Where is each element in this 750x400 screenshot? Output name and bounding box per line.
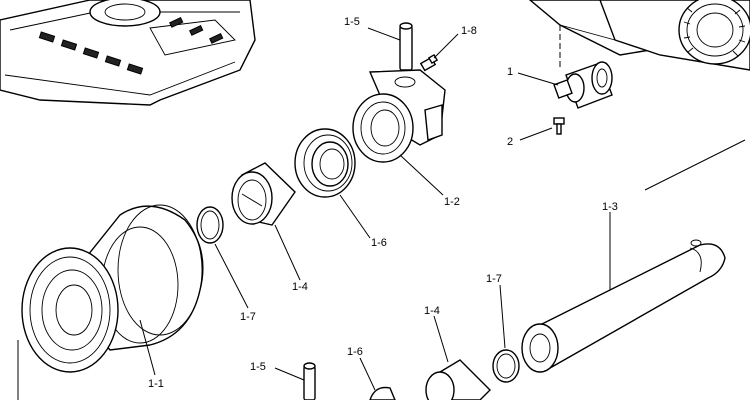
track-frame-illustration [0,0,256,106]
o-ring-1-7-right [492,349,520,383]
callout-1-4-middle: 1-4 [292,281,308,293]
callout-1-7-left: 1-7 [240,311,256,323]
o-ring-1-7-left [196,206,224,244]
leader-lines [17,27,746,400]
callout-1-1: 1-1 [148,378,164,390]
callout-1-7-right: 1-7 [486,273,502,285]
callout-1-6-bottom: 1-6 [347,346,363,358]
pin-1-5-bottom [303,362,316,400]
callout-1-6-middle: 1-6 [371,237,387,249]
seal-ring-1-6-bottom [369,386,396,400]
shaft-1-3 [521,239,726,373]
upper-roller-assembly [553,61,613,109]
callout-2: 2 [507,136,513,148]
bearing-teeth [683,7,746,57]
grease-fitting-1-8 [419,53,439,72]
callout-1-8: 1-8 [461,25,477,37]
machine-body-illustration [528,0,750,71]
bushing-1-4-middle [231,162,296,226]
bolt-item-2 [553,117,565,135]
callout-1-5-bottom: 1-5 [250,361,266,373]
callout-1-3: 1-3 [602,201,618,213]
bushing-1-4-bottom [425,359,491,400]
callout-labels: 1-5 1-8 1 2 1-2 1-6 1-3 1-4 1-7 1-7 1-4 … [148,16,618,390]
callout-1-2: 1-2 [444,196,460,208]
callout-1: 1 [507,66,513,78]
seal-ring-1-6-middle [294,128,356,198]
callout-1-5-top: 1-5 [344,16,360,28]
track-links [38,16,224,75]
callout-1-4-bottom: 1-4 [424,305,440,317]
bracket-housing-1-2 [352,69,446,163]
track-roller-1-1 [21,204,204,373]
